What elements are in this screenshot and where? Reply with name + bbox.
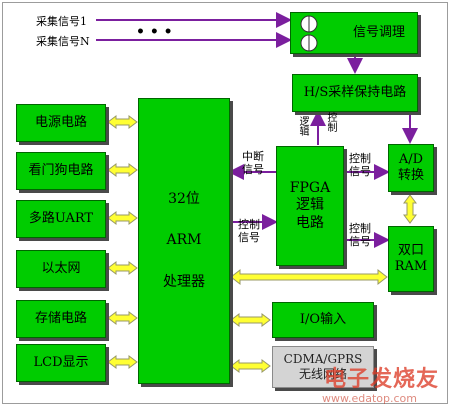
- watermark-url: www.edatop.com: [322, 392, 417, 405]
- bus-arrow-watchdog: [107, 163, 138, 177]
- bus-arrow-arm-ram: [230, 268, 388, 286]
- fpga-line-1: FPGA: [289, 179, 331, 196]
- interrupt-label-line-2: 信号: [242, 163, 264, 177]
- adc-control-label-line-1: 控制: [349, 152, 371, 165]
- signal-conditioning-label: 信号调理: [352, 24, 405, 40]
- cdma-line-2: 无线网络: [298, 367, 347, 381]
- ram-line-1: 双口: [397, 242, 424, 258]
- sample-hold-box: H/S采样保持电路: [292, 74, 418, 112]
- input-ellipsis: • • •: [136, 24, 173, 40]
- io-input-box: I/O输入: [272, 302, 374, 338]
- input-signal-1-label: 采集信号1: [36, 15, 87, 28]
- bus-arrow-uart: [107, 211, 138, 225]
- arm-control-label-line-2: 信号: [238, 231, 260, 245]
- bus-arrow-arm-cdma: [230, 359, 271, 373]
- interrupt-signal-label: 中断 信号: [242, 150, 264, 176]
- module-bus-arrows: [107, 115, 417, 373]
- module-uart-label: 多路UART: [28, 210, 94, 226]
- cdma-line-1: CDMA/GPRS: [283, 352, 363, 366]
- arm-line-1: 32位: [168, 190, 200, 207]
- watermark-brand: 电子发烧友: [323, 367, 439, 392]
- adc-line-1: A/D: [398, 151, 424, 167]
- adc-control-label-line-2: 信号: [349, 165, 371, 179]
- adc-control-signal-label: 控制 信号: [349, 152, 371, 178]
- ram-control-label-line-1: 控制: [349, 222, 371, 235]
- arm-processor-box: 32位 ARM 处理器: [138, 98, 230, 384]
- module-storage: 存储电路: [16, 300, 106, 338]
- ram-control-label-line-2: 信号: [349, 235, 371, 249]
- arm-line-2: ARM: [166, 232, 202, 249]
- bus-arrow-storage: [107, 311, 138, 325]
- module-lcd: LCD显示: [16, 344, 106, 382]
- arm-line-3: 处理器: [163, 273, 205, 290]
- arm-control-label-line-1: 控制: [238, 218, 260, 231]
- module-lcd-label: LCD显示: [33, 354, 89, 370]
- bus-arrow-arm-io: [230, 313, 271, 327]
- bus-arrow-ethernet: [107, 261, 138, 275]
- arm-control-signal-label: 控制 信号: [238, 218, 260, 244]
- signal-conditioning-box: 信号调理: [290, 12, 418, 54]
- logic-label: 逻辑: [297, 116, 308, 136]
- io-input-label: I/O输入: [299, 311, 347, 327]
- control-label: 控制: [325, 112, 336, 132]
- dual-port-ram-box: 双口 RAM: [388, 226, 434, 292]
- bus-arrow-adc-ram: [403, 194, 417, 224]
- module-ethernet: 以太网: [16, 250, 106, 288]
- fpga-line-2: 逻辑: [296, 197, 324, 214]
- fpga-line-3: 电路: [296, 214, 324, 231]
- module-uart: 多路UART: [16, 200, 106, 238]
- module-ethernet-label: 以太网: [41, 260, 81, 276]
- module-watchdog-label: 看门狗电路: [28, 162, 94, 178]
- module-storage-label: 存储电路: [34, 310, 87, 326]
- sample-hold-label: H/S采样保持电路: [303, 84, 407, 100]
- input-signal-n-label: 采集信号N: [36, 35, 90, 48]
- adc-box: A/D 转换: [388, 144, 434, 192]
- adc-line-2: 转换: [397, 168, 424, 183]
- ram-line-2: RAM: [394, 259, 428, 274]
- bus-arrow-lcd: [107, 355, 138, 369]
- op-amp-icon: [300, 15, 318, 52]
- diagram-frame: [2, 2, 448, 404]
- fpga-box: FPGA 逻辑 电路: [276, 146, 344, 266]
- ram-control-signal-label: 控制 信号: [349, 222, 371, 248]
- module-watchdog: 看门狗电路: [16, 152, 106, 190]
- interrupt-label-line-1: 中断: [242, 150, 264, 163]
- cdma-gprs-box: CDMA/GPRS 无线网络: [272, 346, 374, 388]
- module-power: 电源电路: [16, 104, 106, 142]
- bus-arrow-power: [107, 115, 138, 129]
- module-power-label: 电源电路: [34, 114, 87, 130]
